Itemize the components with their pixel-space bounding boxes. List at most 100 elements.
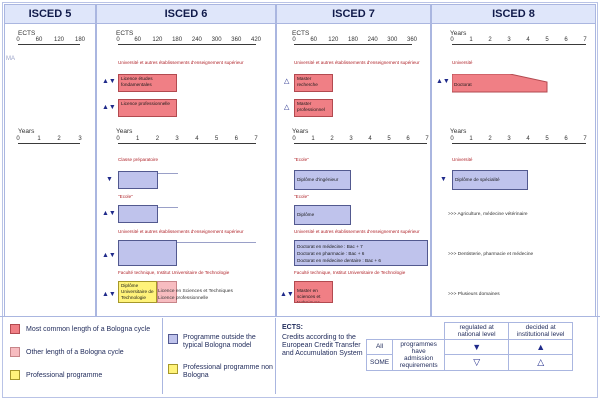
isced7-ects-tick: 0	[292, 37, 296, 43]
bar-medicine-track	[118, 240, 177, 266]
isced6-years-axis	[118, 143, 256, 144]
legend-separator	[275, 318, 276, 394]
licence-sciences-label: Licence en Sciences et Techniques	[158, 289, 233, 294]
header-isced8: ISCED 8	[431, 4, 596, 24]
isced6-ects-tick: 300	[211, 37, 222, 43]
some-regulated-triangle: ▽	[444, 353, 510, 372]
isced6-ects-tick: 180	[172, 37, 183, 43]
legend-outside: Programme outside the typical Bologna mo…	[183, 334, 256, 349]
isced6-ects-tick: 0	[116, 37, 120, 43]
some-decided-triangle: △	[508, 353, 574, 372]
isced7-year-tick: 2	[330, 136, 334, 142]
isced5-years-title: Years	[18, 128, 35, 135]
isced5-year-tick: 0	[16, 136, 20, 142]
isced6-faculte-label: Faculté technique, Institut Universitair…	[118, 270, 230, 275]
isced7-year-tick: 1	[311, 136, 315, 142]
isced8-years-axis	[452, 44, 586, 45]
row-all-label: All	[365, 339, 394, 355]
isced6-ects-tick: 120	[152, 37, 163, 43]
bar-ecole	[118, 205, 158, 223]
country-code: MA	[6, 56, 15, 62]
header-isced5: ISCED 5	[4, 4, 96, 24]
bar-licence-professionnelle: Licence professionnelle	[118, 99, 177, 117]
isced7-years-title: Years	[292, 128, 309, 135]
legend-swatch-outside	[168, 334, 178, 344]
extension-line	[158, 173, 178, 174]
triangle-all-regulated: ▼	[106, 176, 113, 183]
isced5-year-tick: 1	[37, 136, 41, 142]
isced5-ects-title: ECTS	[18, 30, 36, 37]
header-decided: decided at institutional level	[508, 322, 574, 340]
isced8-year-tick: 7	[583, 37, 587, 43]
isced6-year-tick: 2	[155, 136, 160, 142]
isced8-year-tick: 1	[469, 136, 473, 142]
isced7-ects-tick: 120	[328, 37, 339, 43]
column-isced7	[276, 24, 431, 316]
all-regulated-triangle: ▼	[444, 339, 510, 355]
isced6-ects-axis	[118, 44, 256, 45]
header-isced6: ISCED 6	[96, 4, 276, 24]
isced7-year-tick: 7	[425, 136, 429, 142]
bar-diplome-ingenieur: Diplôme d'ingénieur	[294, 170, 351, 190]
isced5-ects-tick: 60	[35, 37, 43, 43]
legend-ects-desc: Credits according to the European Credit…	[282, 334, 363, 357]
isced7-years-axis	[294, 143, 427, 144]
legend-swatch-most-common	[10, 324, 20, 334]
isced7-year-tick: 0	[292, 136, 296, 142]
doctorat-med-line: Doctorat en médecine : Bac + 7	[297, 244, 363, 249]
isced8-universite-label: Université	[452, 60, 473, 65]
isced6-ects-title: ECTS	[116, 30, 134, 37]
isced5-year-tick: 2	[57, 136, 61, 142]
triangles-all-regulated-some-decided: ▲▼	[102, 252, 116, 259]
column-isced8	[431, 24, 596, 316]
bar-licence-fondamentales: Licence études fondamentales	[118, 74, 177, 92]
triangle-some-decided: △	[284, 104, 290, 111]
isced7-year-tick: 5	[387, 136, 391, 142]
isced5-ects-tick: 180	[74, 37, 86, 43]
all-decided-triangle: ▲	[508, 339, 574, 355]
isced7-year-tick: 6	[406, 136, 410, 142]
isced7-ects-tick: 60	[310, 37, 318, 43]
triangle-all-regulated: ▼	[440, 176, 447, 183]
isced7-faculte-label: Faculté technique, Institut Universitair…	[294, 270, 406, 275]
isced6-year-tick: 6	[234, 136, 238, 142]
doctorat-dent-line: Doctorat en médecine dentaire : Bac + 6	[297, 258, 382, 263]
isced8-year-tick: 0	[450, 37, 454, 43]
bar-diplome: Diplôme	[294, 205, 351, 225]
bar-master-professionnel: Master professionnel	[294, 99, 333, 117]
triangles-all-regulated-some-decided: ▲▼	[280, 291, 294, 298]
isced6-ects-tick: 420	[250, 37, 262, 43]
isced8-years-title: Years	[450, 30, 467, 37]
isced8-year-tick: 2	[488, 37, 492, 43]
isced8-year-tick: 2	[488, 136, 492, 142]
isced8-years-title-2: Years	[450, 128, 467, 135]
isced8-year-tick: 1	[469, 37, 473, 43]
bar-doctorat-label: Doctorat	[454, 82, 472, 87]
legend-professional: Professional programme	[26, 372, 103, 379]
isced5-ects-axis	[18, 44, 80, 45]
note-agriculture: >>> Agriculture, médecine vétérinaire	[448, 212, 528, 217]
legend-swatch-other-length	[10, 347, 20, 357]
triangles-all-regulated-some-decided: ▲▼	[102, 104, 116, 111]
isced6-uni-label-2: Université et autres établissements d'en…	[118, 229, 244, 234]
isced7-ecole2-label: "Ecole"	[294, 194, 309, 199]
isced7-ects-axis	[294, 44, 412, 45]
licence-pro2-label: Licence professionnelle	[158, 296, 209, 301]
header-isced7: ISCED 7	[276, 4, 431, 24]
isced5-year-tick: 3	[78, 136, 82, 142]
bar-doctorat-shape	[452, 74, 548, 93]
isced8-year-tick: 5	[545, 37, 549, 43]
isced8-year-tick: 6	[564, 37, 568, 43]
legend-separator	[162, 318, 163, 394]
extension-line	[158, 207, 178, 208]
note-plusieurs: >>> Plusieurs domaines	[448, 292, 500, 297]
isced7-ects-tick: 240	[367, 37, 378, 43]
isced7-ects-tick: 360	[406, 37, 418, 43]
triangles-all-regulated-some-decided: ▲▼	[102, 291, 116, 298]
legend-divider	[0, 316, 600, 317]
isced7-year-tick: 4	[368, 136, 372, 142]
isced6-classe-prep-label: Classe préparatoire	[118, 157, 159, 162]
isced5-years-axis	[18, 143, 80, 144]
programmes-label: programmes have admission requirements	[392, 339, 446, 371]
